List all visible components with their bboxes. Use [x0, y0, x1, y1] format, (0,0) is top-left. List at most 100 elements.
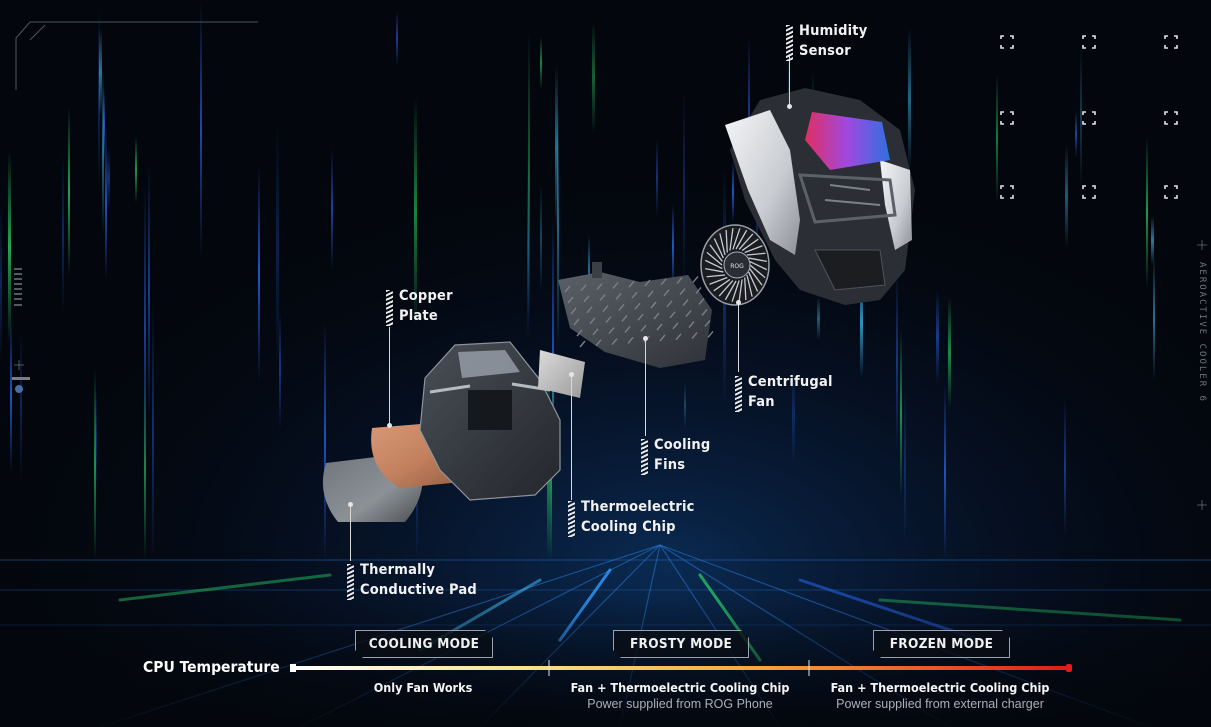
light-streak — [62, 154, 64, 315]
corner-bracket — [1164, 111, 1178, 125]
fin-spike — [624, 325, 631, 333]
light-streak — [396, 11, 398, 66]
mode-frosty-description: Fan + Thermoelectric Cooling Chip — [570, 680, 790, 695]
light-streak — [592, 21, 595, 133]
pad-leader — [350, 506, 351, 561]
corner-bracket — [1000, 185, 1014, 199]
fin-spike — [704, 319, 711, 327]
copper-line1: Copper — [399, 288, 453, 304]
humidity-line1: Humidity — [799, 23, 868, 39]
label-thermoelectric-chip: Thermoelectric Cooling Chip — [568, 497, 695, 537]
mode-cooling-label: COOLING MODE — [368, 636, 480, 652]
fin-spike — [576, 329, 583, 337]
fin-spike — [611, 338, 618, 346]
fin-spike — [592, 328, 599, 336]
fin-spike — [586, 306, 593, 314]
mode-frozen-power: Power supplied from external charger — [836, 697, 1044, 711]
fin-spike — [608, 327, 615, 335]
light-streak — [860, 268, 863, 377]
fan-leader — [738, 304, 739, 372]
fan-blade — [718, 280, 734, 297]
light-streak — [68, 107, 70, 276]
light-streak — [996, 74, 998, 203]
light-streak — [20, 330, 22, 481]
fan-blade — [729, 228, 734, 251]
fan-blade — [713, 238, 724, 259]
fin-spike — [634, 302, 641, 310]
mode-frozen-description: Fan + Thermoelectric Cooling Chip — [830, 680, 1050, 695]
light-streak — [656, 138, 658, 217]
light-streak — [1153, 255, 1155, 381]
centrifugal-fan-part: ROG — [700, 224, 770, 306]
fins-dot — [643, 336, 648, 341]
fin-spike — [631, 291, 638, 299]
light-streak — [944, 384, 946, 560]
light-streak — [103, 88, 105, 162]
chip-dot — [569, 372, 574, 377]
fin-spike — [602, 305, 609, 313]
light-streak — [99, 28, 102, 116]
light-streak — [279, 310, 281, 429]
fan-blade — [749, 260, 768, 271]
corner-bracket — [1000, 35, 1014, 49]
temperature-bar-fill — [293, 666, 1069, 670]
side-product-text: AEROACTIVE COOLER 6 — [1197, 262, 1207, 403]
fan-blade — [738, 233, 754, 250]
fin-spike — [595, 339, 602, 347]
light-streak — [144, 377, 146, 560]
fin-spike — [612, 281, 619, 289]
light-streak — [552, 216, 554, 487]
fin-spike — [672, 322, 679, 330]
mode-frosty-label: FROSTY MODE — [629, 636, 733, 652]
bottom-fade — [0, 600, 1211, 727]
chip-leader — [571, 376, 572, 500]
fan-blade — [749, 268, 763, 286]
light-streak — [144, 186, 146, 474]
fan-blade — [709, 276, 728, 285]
light-streak — [102, 68, 104, 234]
light-streak — [94, 369, 96, 560]
fin-spike — [579, 340, 586, 348]
light-streak — [904, 388, 906, 544]
fin-spike — [573, 318, 580, 326]
light-streak — [107, 148, 110, 209]
cooling-fins-part — [558, 262, 714, 368]
fin-spike — [640, 324, 647, 332]
label-hatch — [347, 564, 354, 600]
light-streak — [555, 65, 558, 230]
fin-spike — [618, 303, 625, 311]
fan-blade — [748, 271, 759, 292]
light-streak — [672, 204, 674, 289]
chip-line1: Thermoelectric — [581, 499, 695, 515]
fan-blade — [738, 279, 743, 302]
cooler-shell-part — [725, 88, 915, 305]
light-streak — [414, 97, 417, 327]
fin-spike — [679, 288, 686, 296]
fin-spike — [647, 290, 654, 298]
fan-line2: Fan — [748, 394, 775, 410]
fin-spike — [675, 333, 682, 341]
light-streak — [908, 28, 911, 171]
fins-leader — [645, 340, 646, 436]
fin-spike — [660, 278, 667, 286]
fan-blade — [732, 228, 741, 250]
label-centrifugal-fan: Centrifugal Fan — [735, 372, 833, 412]
fan-blade — [724, 280, 737, 301]
fan-blade — [706, 274, 726, 278]
fin-spike — [596, 283, 603, 291]
fan-logo-text: ROG — [730, 263, 744, 270]
fan-blade — [749, 264, 766, 279]
light-streak — [1080, 44, 1082, 189]
copper-line2: Plate — [399, 308, 438, 324]
label-copper-plate: Copper Plate — [386, 286, 453, 326]
fin-spike — [663, 289, 670, 297]
light-streak — [1146, 136, 1148, 289]
light-streak — [684, 383, 686, 428]
fan-blade — [744, 245, 763, 254]
light-streak — [527, 158, 529, 338]
light-streak — [552, 363, 554, 430]
fan-blade — [705, 268, 724, 273]
fin-spike — [589, 317, 596, 325]
light-streak — [135, 137, 137, 203]
fan-blade — [706, 251, 723, 266]
